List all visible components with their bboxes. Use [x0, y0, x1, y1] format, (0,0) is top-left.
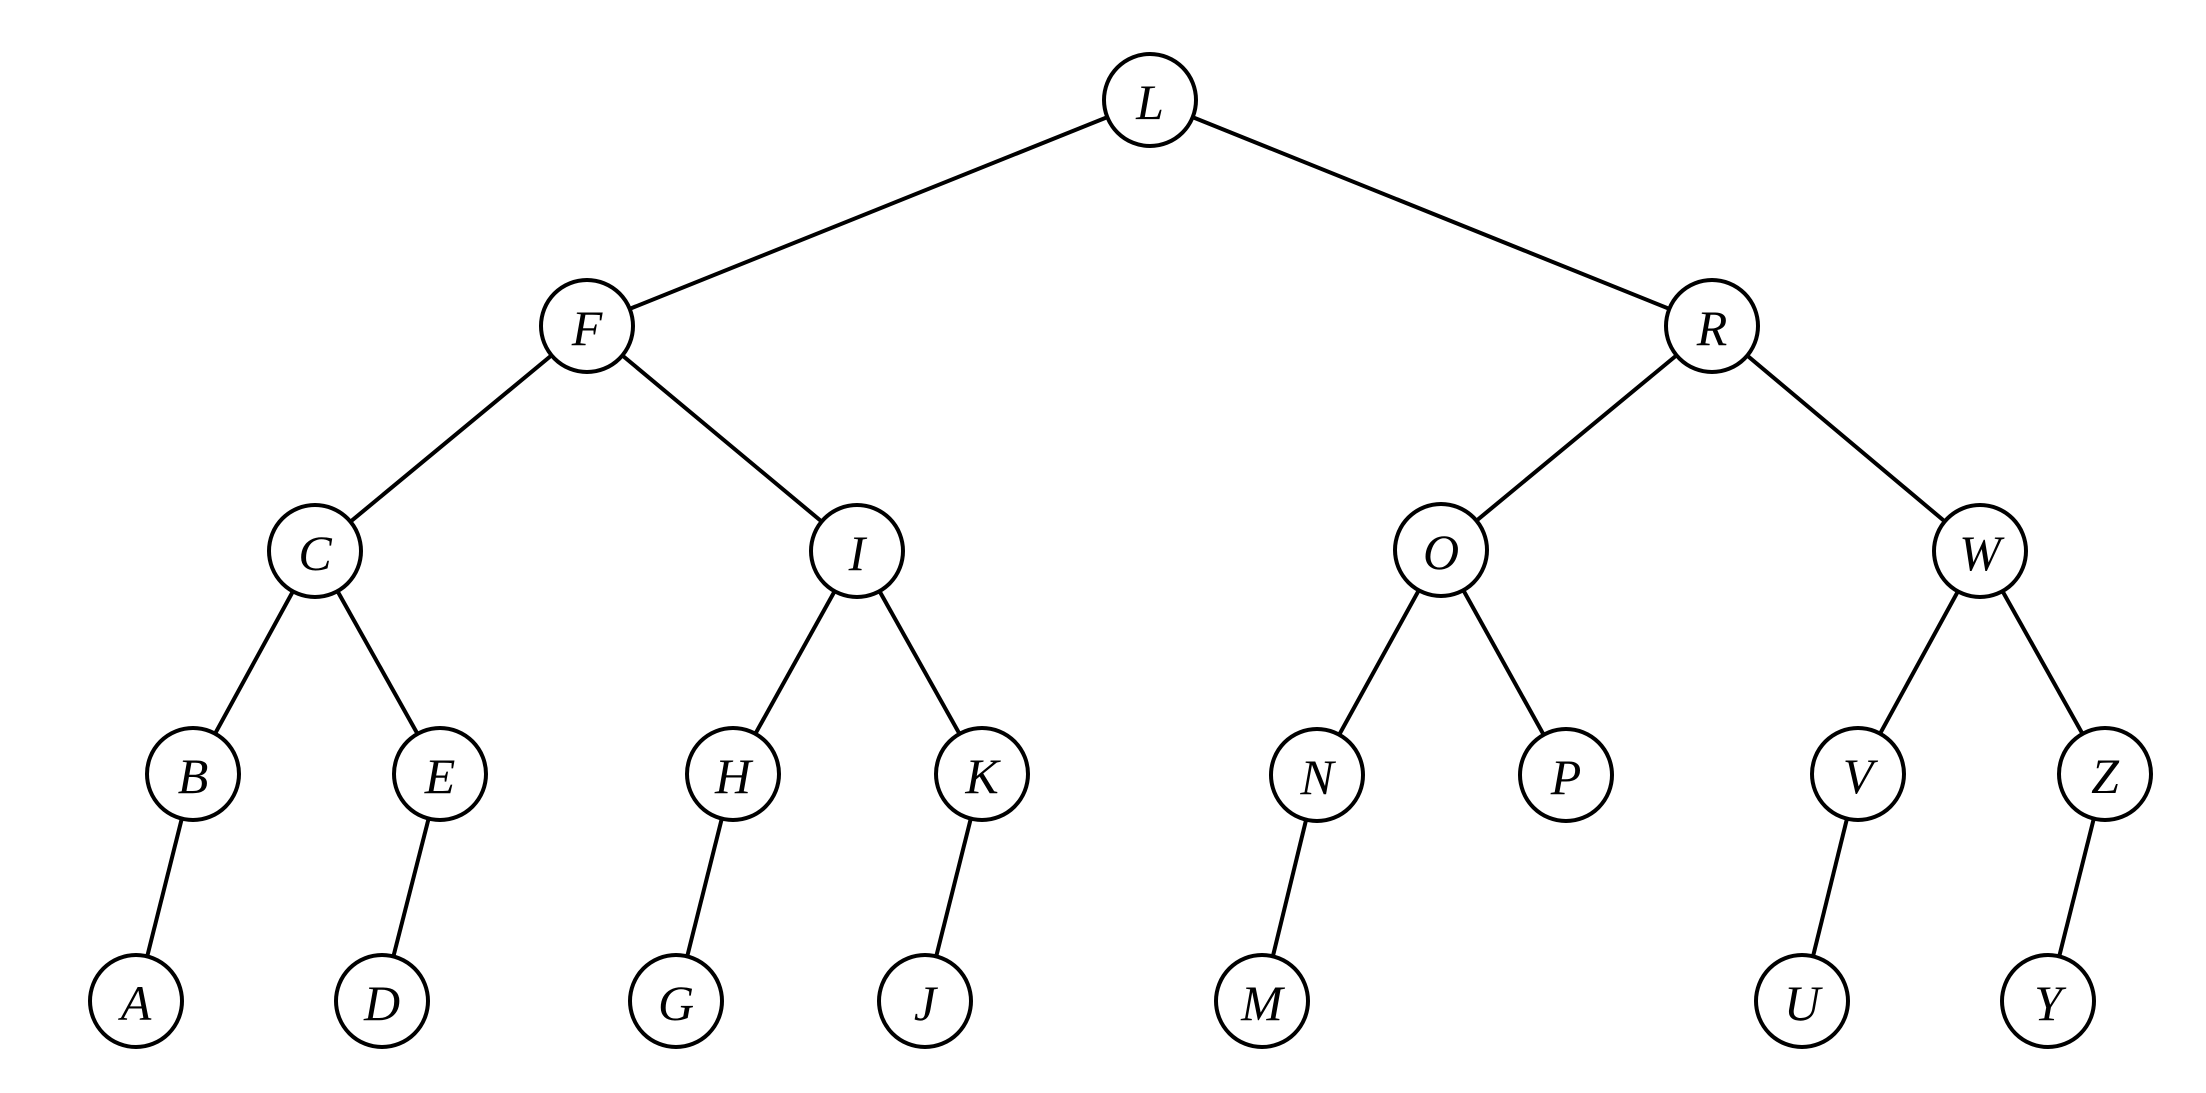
node-label-E: E — [424, 748, 456, 804]
node-circle-J — [877, 953, 973, 1049]
tree-node-B: B — [145, 726, 241, 822]
tree-edge-R-W — [1710, 324, 1982, 553]
tree-node-W: W — [1932, 503, 2028, 599]
tree-node-H: H — [685, 726, 781, 822]
tree-node-I: I — [809, 503, 905, 599]
tree-node-D: D — [334, 953, 430, 1049]
tree-nodes: L F R C I O W B E H K N P V Z A D G J M U Y — [88, 52, 2153, 1049]
node-circle-R — [1664, 278, 1760, 374]
tree-edge-F-C — [313, 324, 589, 553]
node-label-N: N — [1299, 749, 1336, 805]
node-circle-U — [1754, 953, 1850, 1049]
tree-node-G: G — [628, 953, 724, 1049]
tree-node-V: V — [1810, 726, 1906, 822]
tree-node-K: K — [934, 726, 1030, 822]
node-circle-L — [1102, 52, 1198, 148]
tree-node-M: M — [1214, 953, 1310, 1049]
tree-node-J: J — [877, 953, 973, 1049]
tree-edges — [134, 98, 2107, 1002]
node-circle-D — [334, 953, 430, 1049]
tree-node-O: O — [1393, 502, 1489, 598]
node-label-C: C — [298, 525, 332, 581]
tree-edge-L-R — [1149, 98, 1713, 328]
node-label-H: H — [714, 748, 754, 804]
node-circle-Y — [2000, 953, 2096, 1049]
tree-node-C: C — [267, 503, 363, 599]
node-label-I: I — [848, 525, 868, 581]
node-circle-W — [1932, 503, 2028, 599]
tree-node-F: F — [539, 278, 635, 374]
node-circle-G — [628, 953, 724, 1049]
node-circle-M — [1214, 953, 1310, 1049]
node-label-F: F — [571, 300, 603, 356]
tree-node-Y: Y — [2000, 953, 2096, 1049]
node-circle-O — [1393, 502, 1489, 598]
node-circle-Z — [2057, 726, 2153, 822]
tree-node-N: N — [1269, 727, 1365, 823]
node-circle-N — [1269, 727, 1365, 823]
node-circle-I — [809, 503, 905, 599]
tree-node-U: U — [1754, 953, 1850, 1049]
node-label-U: U — [1784, 975, 1823, 1031]
node-circle-F — [539, 278, 635, 374]
node-circle-H — [685, 726, 781, 822]
node-circle-C — [267, 503, 363, 599]
tree-node-A: A — [88, 953, 184, 1049]
node-label-B: B — [178, 748, 209, 804]
tree-node-L: L — [1102, 52, 1198, 148]
node-label-P: P — [1550, 749, 1582, 805]
tree-edge-L-F — [586, 98, 1151, 328]
node-circle-K — [934, 726, 1030, 822]
tree-node-Z: Z — [2057, 726, 2153, 822]
node-label-Y: Y — [2034, 975, 2067, 1031]
node-circle-E — [392, 726, 488, 822]
node-label-D: D — [363, 975, 400, 1031]
node-label-G: G — [658, 975, 694, 1031]
node-label-V: V — [1843, 748, 1879, 804]
tree-node-E: E — [392, 726, 488, 822]
node-circle-B — [145, 726, 241, 822]
node-label-O: O — [1423, 524, 1459, 580]
node-circle-A — [88, 953, 184, 1049]
node-label-Z: Z — [2091, 748, 2120, 804]
node-label-J: J — [914, 975, 939, 1031]
node-label-W: W — [1959, 525, 2005, 581]
tree-edge-R-O — [1439, 324, 1714, 552]
node-label-L: L — [1135, 74, 1164, 130]
node-circle-V — [1810, 726, 1906, 822]
node-circle-P — [1518, 727, 1614, 823]
node-label-K: K — [964, 748, 1001, 804]
tree-edge-F-I — [585, 324, 859, 553]
tree-node-R: R — [1664, 278, 1760, 374]
node-label-A: A — [118, 975, 152, 1031]
node-label-M: M — [1240, 975, 1285, 1031]
tree-node-P: P — [1518, 727, 1614, 823]
node-label-R: R — [1696, 300, 1728, 356]
